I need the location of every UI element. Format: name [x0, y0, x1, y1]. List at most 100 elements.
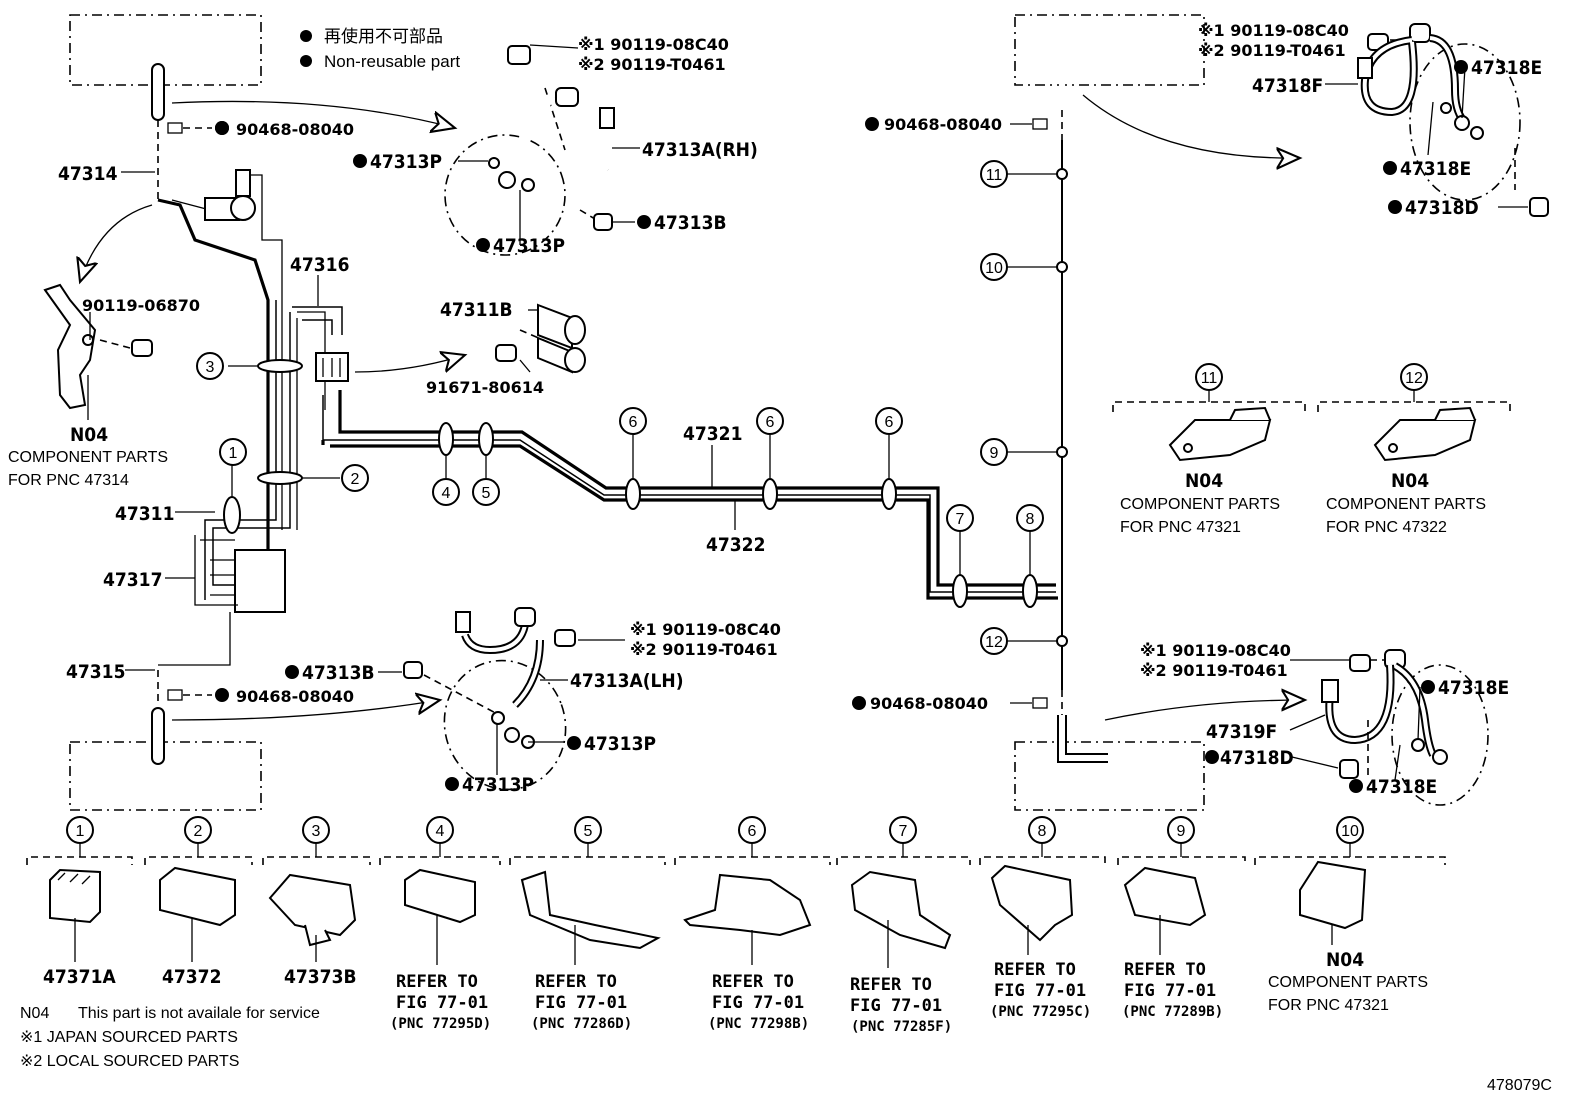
bullet-icon — [215, 688, 229, 702]
callout-6c: 6 — [885, 414, 894, 431]
label-47311: 47311 — [115, 503, 174, 525]
label-90119-06870: 90119-06870 — [82, 296, 200, 315]
arrow-icon — [171, 700, 440, 721]
label-47315: 47315 — [66, 661, 125, 683]
key-5: 5 — [584, 823, 593, 840]
key-10: 10 — [1341, 823, 1359, 840]
notes: N04 This part is not availale for servic… — [20, 1005, 1552, 1094]
label-n04-12-line1: COMPONENT PARTS — [1326, 496, 1486, 513]
legend-nonreusable-en: Non-reusable part — [324, 52, 460, 71]
arrow-icon — [80, 204, 153, 282]
callout-4: 4 — [442, 485, 451, 502]
ref-9-line1: REFER TO — [1124, 960, 1206, 980]
label-47313p-rh2: 47313P — [493, 235, 565, 257]
flex-hose-rh — [444, 45, 615, 256]
label-47318e-tr2: 47318E — [1400, 158, 1471, 180]
callout-1: 1 — [229, 445, 238, 462]
label-47311b: 47311B — [440, 299, 513, 321]
label-tr-local: ※2 90119-T0461 — [1198, 41, 1346, 60]
ref-8-line3: (PNC 77295C) — [990, 1004, 1091, 1020]
note-n04-code: N04 — [20, 1005, 49, 1022]
clip-n04-47322 — [1373, 406, 1477, 462]
label-91671-80614: 91671-80614 — [426, 378, 544, 397]
label-47313b-rh: 47313B — [654, 212, 727, 234]
callout-7: 7 — [956, 511, 965, 528]
callout-11: 11 — [986, 167, 1003, 184]
label-47322: 47322 — [706, 534, 765, 556]
label-n04-12: N04 — [1391, 470, 1429, 492]
front-left-wheel-box — [69, 14, 262, 86]
key-4: 4 — [436, 823, 445, 840]
callout-6a: 6 — [629, 414, 638, 431]
ref-6-line1: REFER TO — [712, 972, 794, 992]
label-47318f: 47318F — [1252, 75, 1323, 97]
ref-7-line2: FIG 77-01 — [850, 996, 942, 1016]
bullet-icon — [300, 55, 312, 67]
label-47373b: 47373B — [284, 966, 357, 988]
callouts: 3 1 2 4 5 6 6 6 7 8 11 10 9 12 11 12 — [196, 160, 1428, 655]
clip-47311b — [495, 303, 586, 374]
flex-hose-br — [1321, 649, 1489, 806]
ref-8-line1: REFER TO — [994, 960, 1076, 980]
label-47313p-rh1: 47313P — [370, 151, 442, 173]
bullet-icon — [300, 30, 312, 42]
label-tr-japan: ※1 90119-08C40 — [1198, 21, 1349, 40]
bracket-12 — [1317, 401, 1511, 412]
label-47371a: 47371A — [43, 966, 116, 988]
key-6: 6 — [748, 823, 757, 840]
leader-lines — [87, 44, 1528, 781]
label-rh-japan: ※1 90119-08C40 — [578, 35, 729, 54]
label-n04-a-line1: COMPONENT PARTS — [8, 449, 168, 466]
arrow-icon — [171, 100, 455, 128]
clip-icon — [1032, 118, 1048, 130]
rear-right-wheel-box — [1014, 741, 1205, 811]
ref-9-line3: (PNC 77289B) — [1122, 1004, 1223, 1020]
label-n04-12-line2: FOR PNC 47322 — [1326, 519, 1447, 536]
legend: 再使用不可部品 Non-reusable part — [300, 26, 460, 71]
label-47318d-br: 47318D — [1220, 747, 1294, 769]
ref-7-line3: (PNC 77285F) — [851, 1019, 952, 1035]
callout-2: 2 — [351, 471, 360, 488]
label-47318e-br2: 47318E — [1366, 776, 1437, 798]
label-47313a-rh: 47313A(RH) — [642, 139, 758, 161]
callout-5: 5 — [482, 485, 491, 502]
front-right-wheel-box — [1014, 14, 1205, 86]
callout-12: 12 — [985, 634, 1003, 651]
key-3: 3 — [312, 823, 321, 840]
label-47317: 47317 — [103, 569, 162, 591]
label-47318e-br1: 47318E — [1438, 677, 1509, 699]
label-n04-11: N04 — [1185, 470, 1223, 492]
labels: 47314 90468-08040 90119-06870 N04 COMPON… — [8, 21, 1542, 798]
ref-5-line3: (PNC 77286D) — [531, 1016, 632, 1032]
ref-6-line2: FIG 77-01 — [712, 993, 804, 1013]
callout-8: 8 — [1026, 511, 1035, 528]
label-47313p-lh1: 47313P — [584, 733, 656, 755]
callout-9: 9 — [990, 445, 999, 462]
ref-9-line2: FIG 77-01 — [1124, 981, 1216, 1001]
label-90468-br: 90468-08040 — [870, 694, 988, 713]
bottom-clips — [26, 843, 1446, 968]
label-n04-a: N04 — [70, 424, 108, 446]
bottom-key: 1 2 3 4 5 6 7 8 9 10 47371A 47372 47373B… — [43, 816, 1428, 1035]
arrow-icon — [1082, 94, 1300, 158]
ref-4-line3: (PNC 77295D) — [390, 1016, 491, 1032]
ref-5-line1: REFER TO — [535, 972, 617, 992]
figure-id: 478079C — [1487, 1077, 1552, 1094]
label-47318d-tr: 47318D — [1405, 197, 1479, 219]
label-47313a-lh: 47313A(LH) — [570, 670, 684, 692]
label-n04-a-line2: FOR PNC 47314 — [8, 472, 129, 489]
right-tubes — [1010, 60, 1108, 763]
label-n04-10: N04 — [1326, 949, 1364, 971]
ref-6-line3: (PNC 77298B) — [708, 1016, 809, 1032]
label-rh-local: ※2 90119-T0461 — [578, 55, 726, 74]
clip-icon — [167, 122, 183, 134]
note-n04-text: This part is not availale for service — [78, 1005, 320, 1022]
label-47318e-tr1: 47318E — [1471, 57, 1542, 79]
label-br-local: ※2 90119-T0461 — [1140, 661, 1288, 680]
flex-hose-lh — [403, 607, 576, 791]
label-n04-11-line1: COMPONENT PARTS — [1120, 496, 1280, 513]
label-n04-11-line2: FOR PNC 47321 — [1120, 519, 1241, 536]
label-47313p-lh2: 47313P — [462, 774, 534, 796]
left-tubes — [151, 63, 343, 765]
